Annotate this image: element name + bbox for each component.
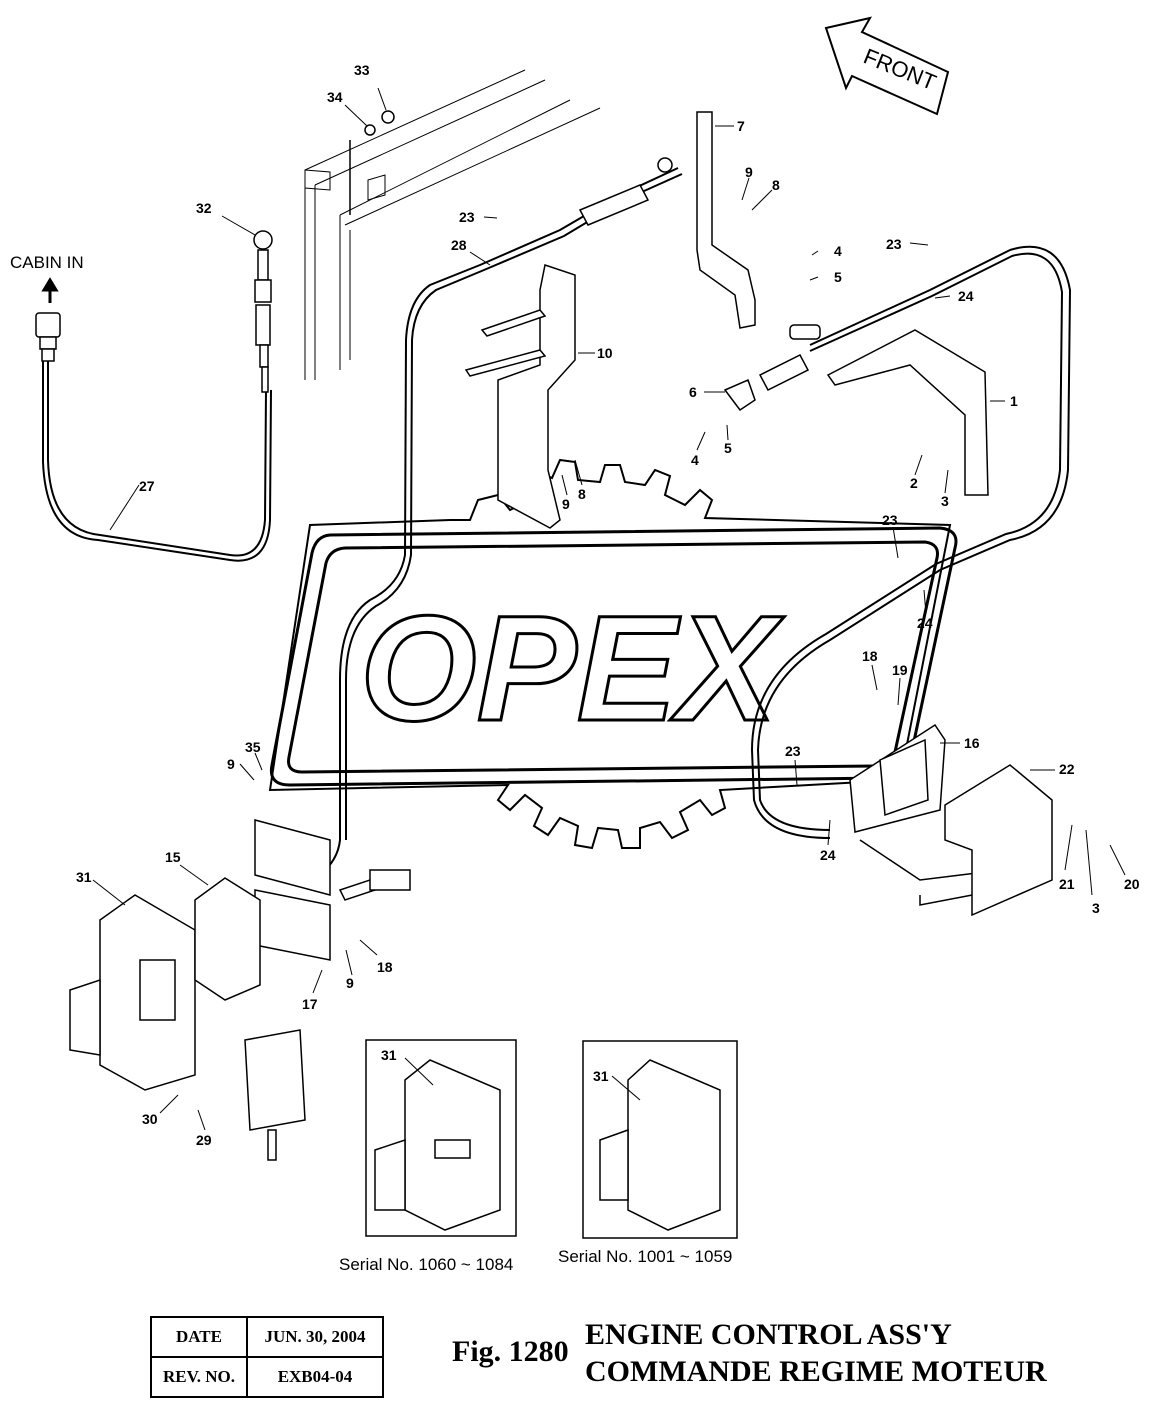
callout-9b: 9 — [562, 496, 570, 512]
nut-33-34 — [349, 110, 395, 215]
rev-label: REV. NO. — [150, 1356, 248, 1398]
callout-30: 30 — [142, 1111, 158, 1127]
serial-note-1: Serial No. 1060 ~ 1084 — [339, 1255, 513, 1274]
cable-end-6 — [723, 324, 821, 412]
watermark-gear — [268, 458, 952, 850]
bracket-10 — [464, 264, 576, 529]
inset-solenoid-2 — [599, 1059, 721, 1231]
lever-assembly — [253, 230, 273, 393]
figure-title-en: ENGINE CONTROL ASS'Y — [585, 1318, 952, 1351]
cabin-frame — [304, 69, 601, 380]
callout-17: 17 — [302, 996, 318, 1012]
callout-31c: 31 — [593, 1068, 609, 1084]
callout-19: 19 — [892, 662, 908, 678]
callout-3a: 3 — [941, 493, 949, 509]
callout-4a: 4 — [834, 243, 842, 259]
inset-solenoid-1 — [374, 1059, 501, 1231]
title-block: DATE JUN. 30, 2004 REV. NO. EXB04-04 — [150, 1316, 384, 1398]
cabin-in-label: CABIN IN — [10, 253, 84, 272]
callout-27: 27 — [139, 478, 155, 494]
callout-9c: 9 — [227, 756, 235, 772]
callouts: 33 34 32 7 9 8 23 28 4 5 23 24 10 6 1 4 … — [76, 62, 1140, 1148]
callout-32: 32 — [196, 200, 212, 216]
callout-24a: 24 — [958, 288, 974, 304]
bellows-upper — [578, 157, 673, 226]
figure-title-fr: COMMANDE REGIME MOTEUR — [585, 1355, 1047, 1388]
watermark-text: OPEX — [360, 584, 785, 752]
callout-18a: 18 — [862, 648, 878, 664]
date-label: DATE — [150, 1316, 248, 1358]
callout-24c: 24 — [820, 847, 836, 863]
callout-15: 15 — [165, 849, 181, 865]
serial-note-2: Serial No. 1001 ~ 1059 — [558, 1247, 732, 1266]
callout-20: 20 — [1124, 876, 1140, 892]
cabin-connector — [35, 312, 61, 362]
callout-34: 34 — [327, 89, 343, 105]
callout-31a: 31 — [76, 869, 92, 885]
callout-9d: 9 — [346, 975, 354, 991]
callout-9a: 9 — [745, 164, 753, 180]
bracket-22 — [944, 764, 1053, 917]
callout-23d: 23 — [785, 743, 801, 759]
figure-number: Fig. 1280 — [452, 1335, 569, 1368]
callout-1: 1 — [1010, 393, 1018, 409]
cabin-arrow-icon — [41, 277, 59, 303]
rev-value: EXB04-04 — [246, 1356, 384, 1398]
bracket-16 — [849, 723, 989, 906]
callout-23a: 23 — [459, 209, 475, 225]
callout-2: 2 — [910, 475, 918, 491]
front-arrow: FRONT — [824, 16, 950, 116]
right-cable — [750, 245, 1072, 839]
callout-8a: 8 — [772, 177, 780, 193]
rod-7 — [696, 111, 756, 329]
callout-10: 10 — [597, 345, 613, 361]
leader-lines — [92, 87, 1126, 1131]
callout-23b: 23 — [886, 236, 902, 252]
callout-18b: 18 — [377, 959, 393, 975]
upper-cable — [319, 167, 683, 876]
solenoid-assembly — [69, 819, 411, 1161]
cable-27 — [42, 360, 272, 562]
callout-6: 6 — [689, 384, 697, 400]
callout-7: 7 — [737, 118, 745, 134]
callout-8b: 8 — [578, 486, 586, 502]
callout-5b: 5 — [724, 440, 732, 456]
callout-21: 21 — [1059, 876, 1075, 892]
callout-5a: 5 — [834, 269, 842, 285]
callout-29: 29 — [196, 1132, 212, 1148]
callout-33: 33 — [354, 62, 370, 78]
callout-24b: 24 — [917, 615, 933, 631]
callout-28: 28 — [451, 237, 467, 253]
callout-22: 22 — [1059, 761, 1075, 777]
date-value: JUN. 30, 2004 — [246, 1316, 384, 1358]
callout-35: 35 — [245, 739, 261, 755]
inset-frames — [365, 1039, 738, 1239]
callout-3b: 3 — [1092, 900, 1100, 916]
callout-23c: 23 — [882, 512, 898, 528]
callout-16: 16 — [964, 735, 980, 751]
callout-4b: 4 — [691, 452, 699, 468]
bracket-1 — [826, 329, 989, 496]
callout-31b: 31 — [381, 1047, 397, 1063]
